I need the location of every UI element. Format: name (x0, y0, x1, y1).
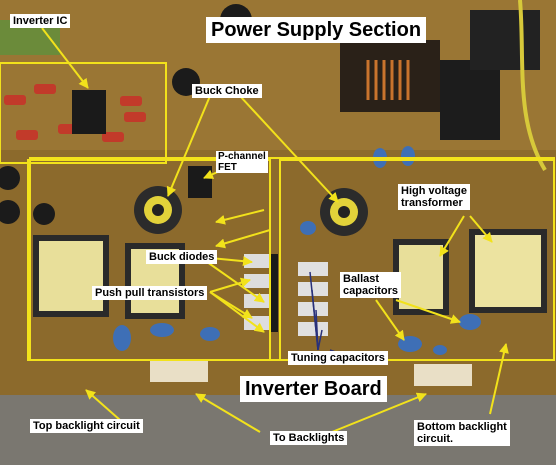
large-electrolytic (470, 10, 540, 70)
label-high-voltage-line1: High voltage (401, 185, 468, 197)
label-tuning-capacitors: Tuning capacitors (288, 351, 388, 365)
label-high-voltage-line2: transformer (401, 197, 463, 209)
label-ballast-line2: capacitors (343, 285, 399, 297)
copper-coil (366, 60, 410, 100)
label-push-pull-transistors: Push pull transistors (92, 286, 208, 300)
label-ballast-capacitors: Ballast capacitors (340, 272, 402, 298)
label-p-channel-line1: P-channel (218, 151, 266, 162)
backlight-connectors (150, 360, 472, 386)
label-bottom-backlight: Bottom backlight circuit. (414, 420, 510, 446)
label-buck-diodes: Buck diodes (146, 250, 218, 264)
label-p-channel: P-channel FET (216, 151, 268, 173)
power-transformer (340, 40, 440, 112)
label-buck-choke: Buck Choke (192, 84, 262, 98)
tuning-capacitors (298, 262, 328, 336)
label-to-backlights: To Backlights (270, 431, 348, 445)
transformers (33, 229, 547, 319)
label-p-channel-line2: FET (218, 162, 237, 173)
label-inverter-ic: Inverter IC (10, 14, 71, 28)
label-bottom-backlight-line1: Bottom backlight (417, 421, 507, 433)
label-top-backlight: Top backlight circuit (30, 419, 143, 433)
inverter-board-title: Inverter Board (240, 376, 387, 402)
label-high-voltage-transformer: High voltage transformer (398, 184, 471, 210)
inverter-ic-chip (72, 90, 106, 134)
power-supply-title: Power Supply Section (206, 17, 427, 43)
p-channel-fet (188, 166, 212, 198)
red-resistors (4, 84, 146, 142)
power-capacitor (440, 60, 500, 140)
label-ballast-line1: Ballast (343, 273, 380, 285)
label-bottom-backlight-line2: circuit. (417, 433, 454, 445)
yellow-wire (518, 0, 547, 172)
annotation-arrows (41, 27, 509, 433)
